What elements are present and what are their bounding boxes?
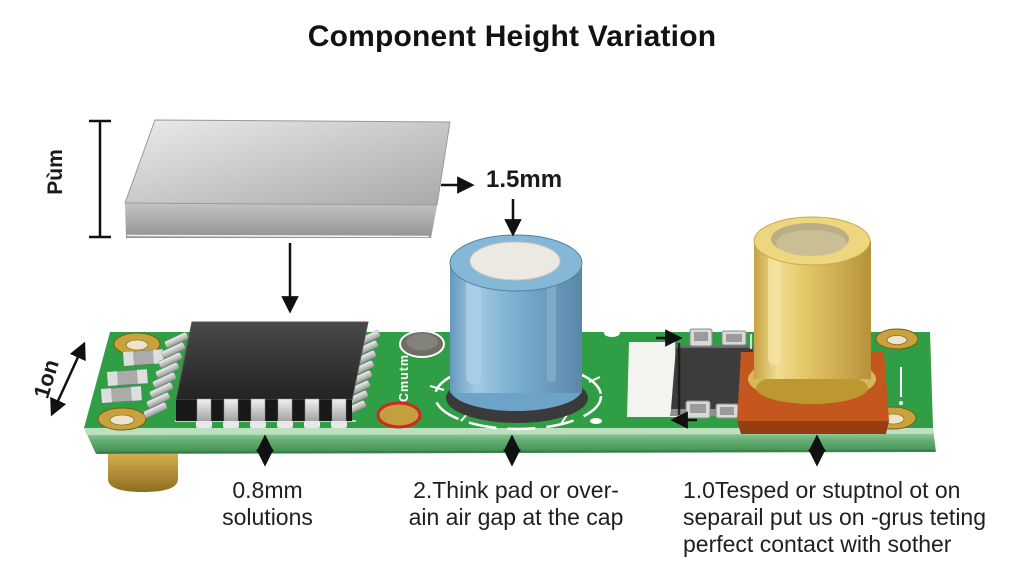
ic-pin [155,362,180,378]
caption-line: 2.Think pad or over- [413,477,619,503]
dimension-board-diagonal [50,341,86,417]
ic-body-top [175,321,369,401]
test-pad [376,401,422,429]
caption-ic: 0.8mm solutions [185,477,350,531]
flat-component [670,328,753,419]
ic-pin [196,398,212,424]
ic-pin-foot [196,421,212,428]
dimension-label-area [656,329,697,429]
ic-front-pins [196,398,347,428]
ic-pin [146,392,171,408]
caption-right: 1.0Tesped or stuptnol ot on separail put… [683,477,988,558]
smd-resistor [100,385,143,404]
capacitor-top-inner [469,241,561,281]
capacitor-pad-front [737,421,889,434]
metal-plate [124,119,451,238]
caption-line: 0.8mm [232,477,303,503]
disc-component [399,330,445,358]
metal-plate-edge-highlight [126,234,430,238]
ic-pin [331,398,347,424]
capacitor-top-inner-core [776,230,846,256]
ic-pin [161,342,186,358]
disc-top [406,333,438,351]
caption-line: separail put us on -grus teting [683,504,987,530]
dimension-plate-height [89,119,111,239]
ic-pin [304,398,320,424]
ic-pin-foot [304,421,320,428]
ic-pin [152,372,177,388]
white-label-area [627,342,677,417]
flat-component-body [671,347,753,409]
ic-pin [277,398,293,424]
small-smd [685,400,711,419]
capacitor-highlight [466,276,481,384]
smd-resistor [122,348,165,367]
small-smd [715,403,739,419]
small-smd [689,328,713,347]
caption-line: perfect contact with sother [683,531,952,557]
caption-line: 1.0Tesped or stuptnol ot on [683,477,961,503]
air-gap-label: 1.5mm [486,166,563,193]
small-smd [721,330,747,346]
ic-pin [164,332,189,348]
page-title: Component Height Variation [307,20,717,53]
silkscreen-dot [590,418,602,424]
mounting-hole [97,407,147,431]
ic-left-pins [143,332,189,418]
capacitor-highlight [547,278,556,382]
caption-capacitor: 2.Think pad or over- ain air gap at the … [380,477,652,531]
blue-capacitor [446,234,588,423]
metal-plate-top [124,119,451,206]
ic-pin-foot [223,421,239,428]
ic-chip [143,321,381,428]
standoff-pin [108,447,178,492]
ic-pin [223,398,239,424]
ic-pin-foot [331,421,347,428]
capacitor-highlight [768,253,781,365]
ic-pin-foot [250,421,266,428]
annotation-arrows [50,119,826,467]
yellow-capacitor [737,216,889,434]
ic-pin [149,382,174,398]
mounting-hole [875,328,919,350]
ic-pin [158,352,183,368]
silkscreen-text: Cmutm [397,353,411,403]
silkscreen-dot [604,329,620,337]
ic-pin [250,398,266,424]
metal-plate-front [125,203,437,238]
pcb-front-highlight [84,428,933,435]
smd-resistor [106,368,149,387]
ic-pin-foot [277,421,293,428]
caption-line: solutions [222,504,313,530]
silkscreen-dot [899,401,903,405]
plate-height-label: Pùm [44,149,67,195]
capacitor-base-rim [756,372,868,404]
caption-line: ain air gap at the cap [408,504,624,530]
silkscreen-tick [429,376,601,425]
mounting-hole [113,332,161,356]
ic-pin [143,402,168,418]
